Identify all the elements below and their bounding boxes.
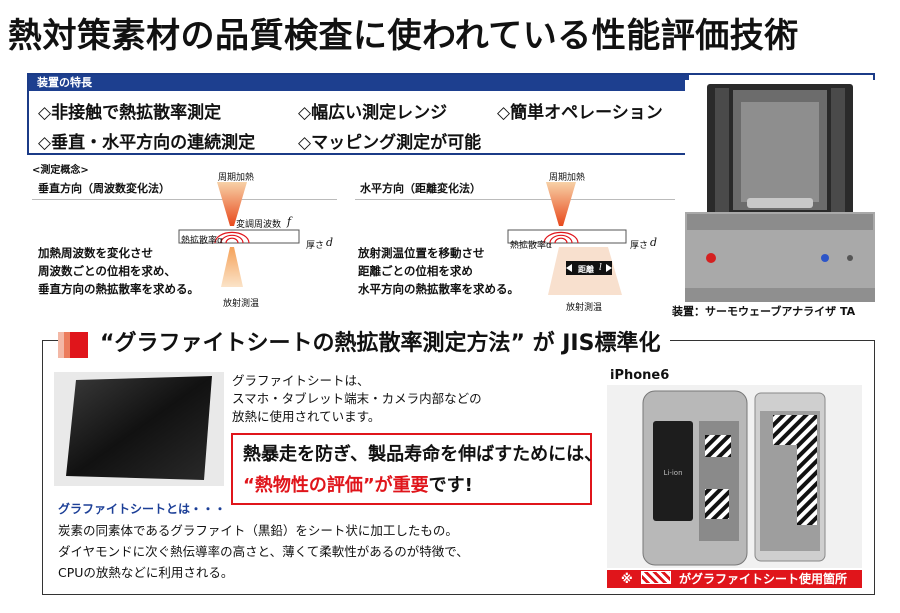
- horizontal-method-diagram: [507, 182, 627, 295]
- stacked-sheets-icon: [58, 332, 88, 358]
- page-title: 熱対策素材の品質検査に使われている性能評価技術: [8, 16, 799, 56]
- horizontal-desc-line: 放射測温位置を移動させ: [358, 246, 485, 260]
- battery-label: Li-ion: [663, 469, 682, 477]
- hatch-swatch-icon: [640, 571, 671, 584]
- thermowave-analyzer-photo: [685, 80, 875, 302]
- usage-legend-text: がグラファイトシート使用箇所: [679, 572, 848, 586]
- device-caption: 装置：サーモウェーブアナライザ TA: [672, 305, 856, 318]
- key-message-emphasis: “熱物性の評価”が重要です!: [243, 471, 473, 497]
- vertical-method-title: 垂直方向（周波数変化法）: [38, 182, 170, 195]
- feature-item: ◇非接触で熱拡散率測定: [38, 103, 222, 123]
- usage-legend-bar: ※ がグラファイトシート使用箇所: [607, 570, 862, 588]
- vertical-desc-line: 加熱周波数を変化させ: [38, 246, 153, 260]
- radiation-temp-label: 放射測温: [566, 303, 603, 313]
- periodic-heating-label: 周期加熱: [549, 173, 586, 183]
- radiation-temp-label: 放射測温: [223, 299, 260, 309]
- feature-item: ◇幅広い測定レンジ: [298, 103, 448, 123]
- usage-text-line: グラファイトシートは、: [232, 373, 370, 388]
- emphasis-text: “熱物性の評価”が重要: [243, 475, 429, 496]
- about-text-line: ダイヤモンドに次ぐ熱伝導率の高さと、薄くて柔軟性があるのが特徴で、: [58, 544, 469, 559]
- thickness-label: 厚さ: [630, 241, 649, 251]
- key-message-line: 熱暴走を防ぎ、製品寿命を伸ばすためには、: [243, 444, 603, 465]
- periodic-heating-label: 周期加熱: [218, 173, 255, 183]
- feature-item: ◇マッピング測定が可能: [298, 133, 482, 153]
- vertical-method-diagram: [178, 182, 300, 287]
- iphone-teardown-photo: Li-ion: [607, 385, 862, 568]
- about-text-line: CPUの放熱などに利用される。: [58, 565, 234, 580]
- distance-symbol: l: [599, 263, 602, 273]
- feature-item: ◇垂直・水平方向の連続測定: [38, 133, 256, 153]
- thickness-label: 厚さ: [306, 241, 325, 251]
- vertical-desc-line: 周波数ごとの位相を求め、: [38, 264, 176, 278]
- horizontal-desc-line: 水平方向の熱拡散率を求める。: [358, 282, 519, 296]
- usage-text-line: スマホ・タブレット端末・カメラ内部などの: [232, 391, 482, 406]
- horizontal-method-title: 水平方向（距離変化法）: [360, 182, 481, 195]
- feature-item: ◇簡単オペレーション: [497, 103, 663, 123]
- graphite-sheet-photo: [54, 372, 224, 486]
- about-text-line: 炭素の同素体であるグラファイト（黒鉛）をシート状に加工したもの。: [58, 523, 458, 538]
- thickness-symbol: d: [326, 236, 334, 249]
- diffusivity-label: 熱拡散率α: [181, 236, 223, 246]
- key-message-box: [231, 433, 592, 505]
- features-heading: 装置の特長: [29, 75, 689, 91]
- frequency-symbol: f: [287, 215, 292, 228]
- iphone-label: iPhone6: [610, 368, 670, 383]
- vertical-desc-line: 垂直方向の熱拡散率を求める。: [38, 282, 199, 296]
- thickness-symbol: d: [650, 236, 658, 249]
- usage-text-line: 放熱に使用されています。: [232, 409, 381, 424]
- concept-heading: <測定概念>: [32, 165, 89, 176]
- diffusivity-label: 熱拡散率α: [510, 241, 552, 251]
- jis-section-title: “グラファイトシートの熱拡散率測定方法” が JIS標準化: [60, 327, 671, 361]
- horizontal-desc-line: 距離ごとの位相を求め: [358, 264, 473, 278]
- modulation-frequency-label: 変調周波数: [236, 220, 282, 230]
- distance-label: 距離: [578, 265, 594, 274]
- usage-legend-mark: ※: [621, 572, 633, 586]
- emphasis-suffix: です!: [428, 475, 473, 496]
- about-graphite-heading: グラファイトシートとは・・・: [58, 502, 227, 516]
